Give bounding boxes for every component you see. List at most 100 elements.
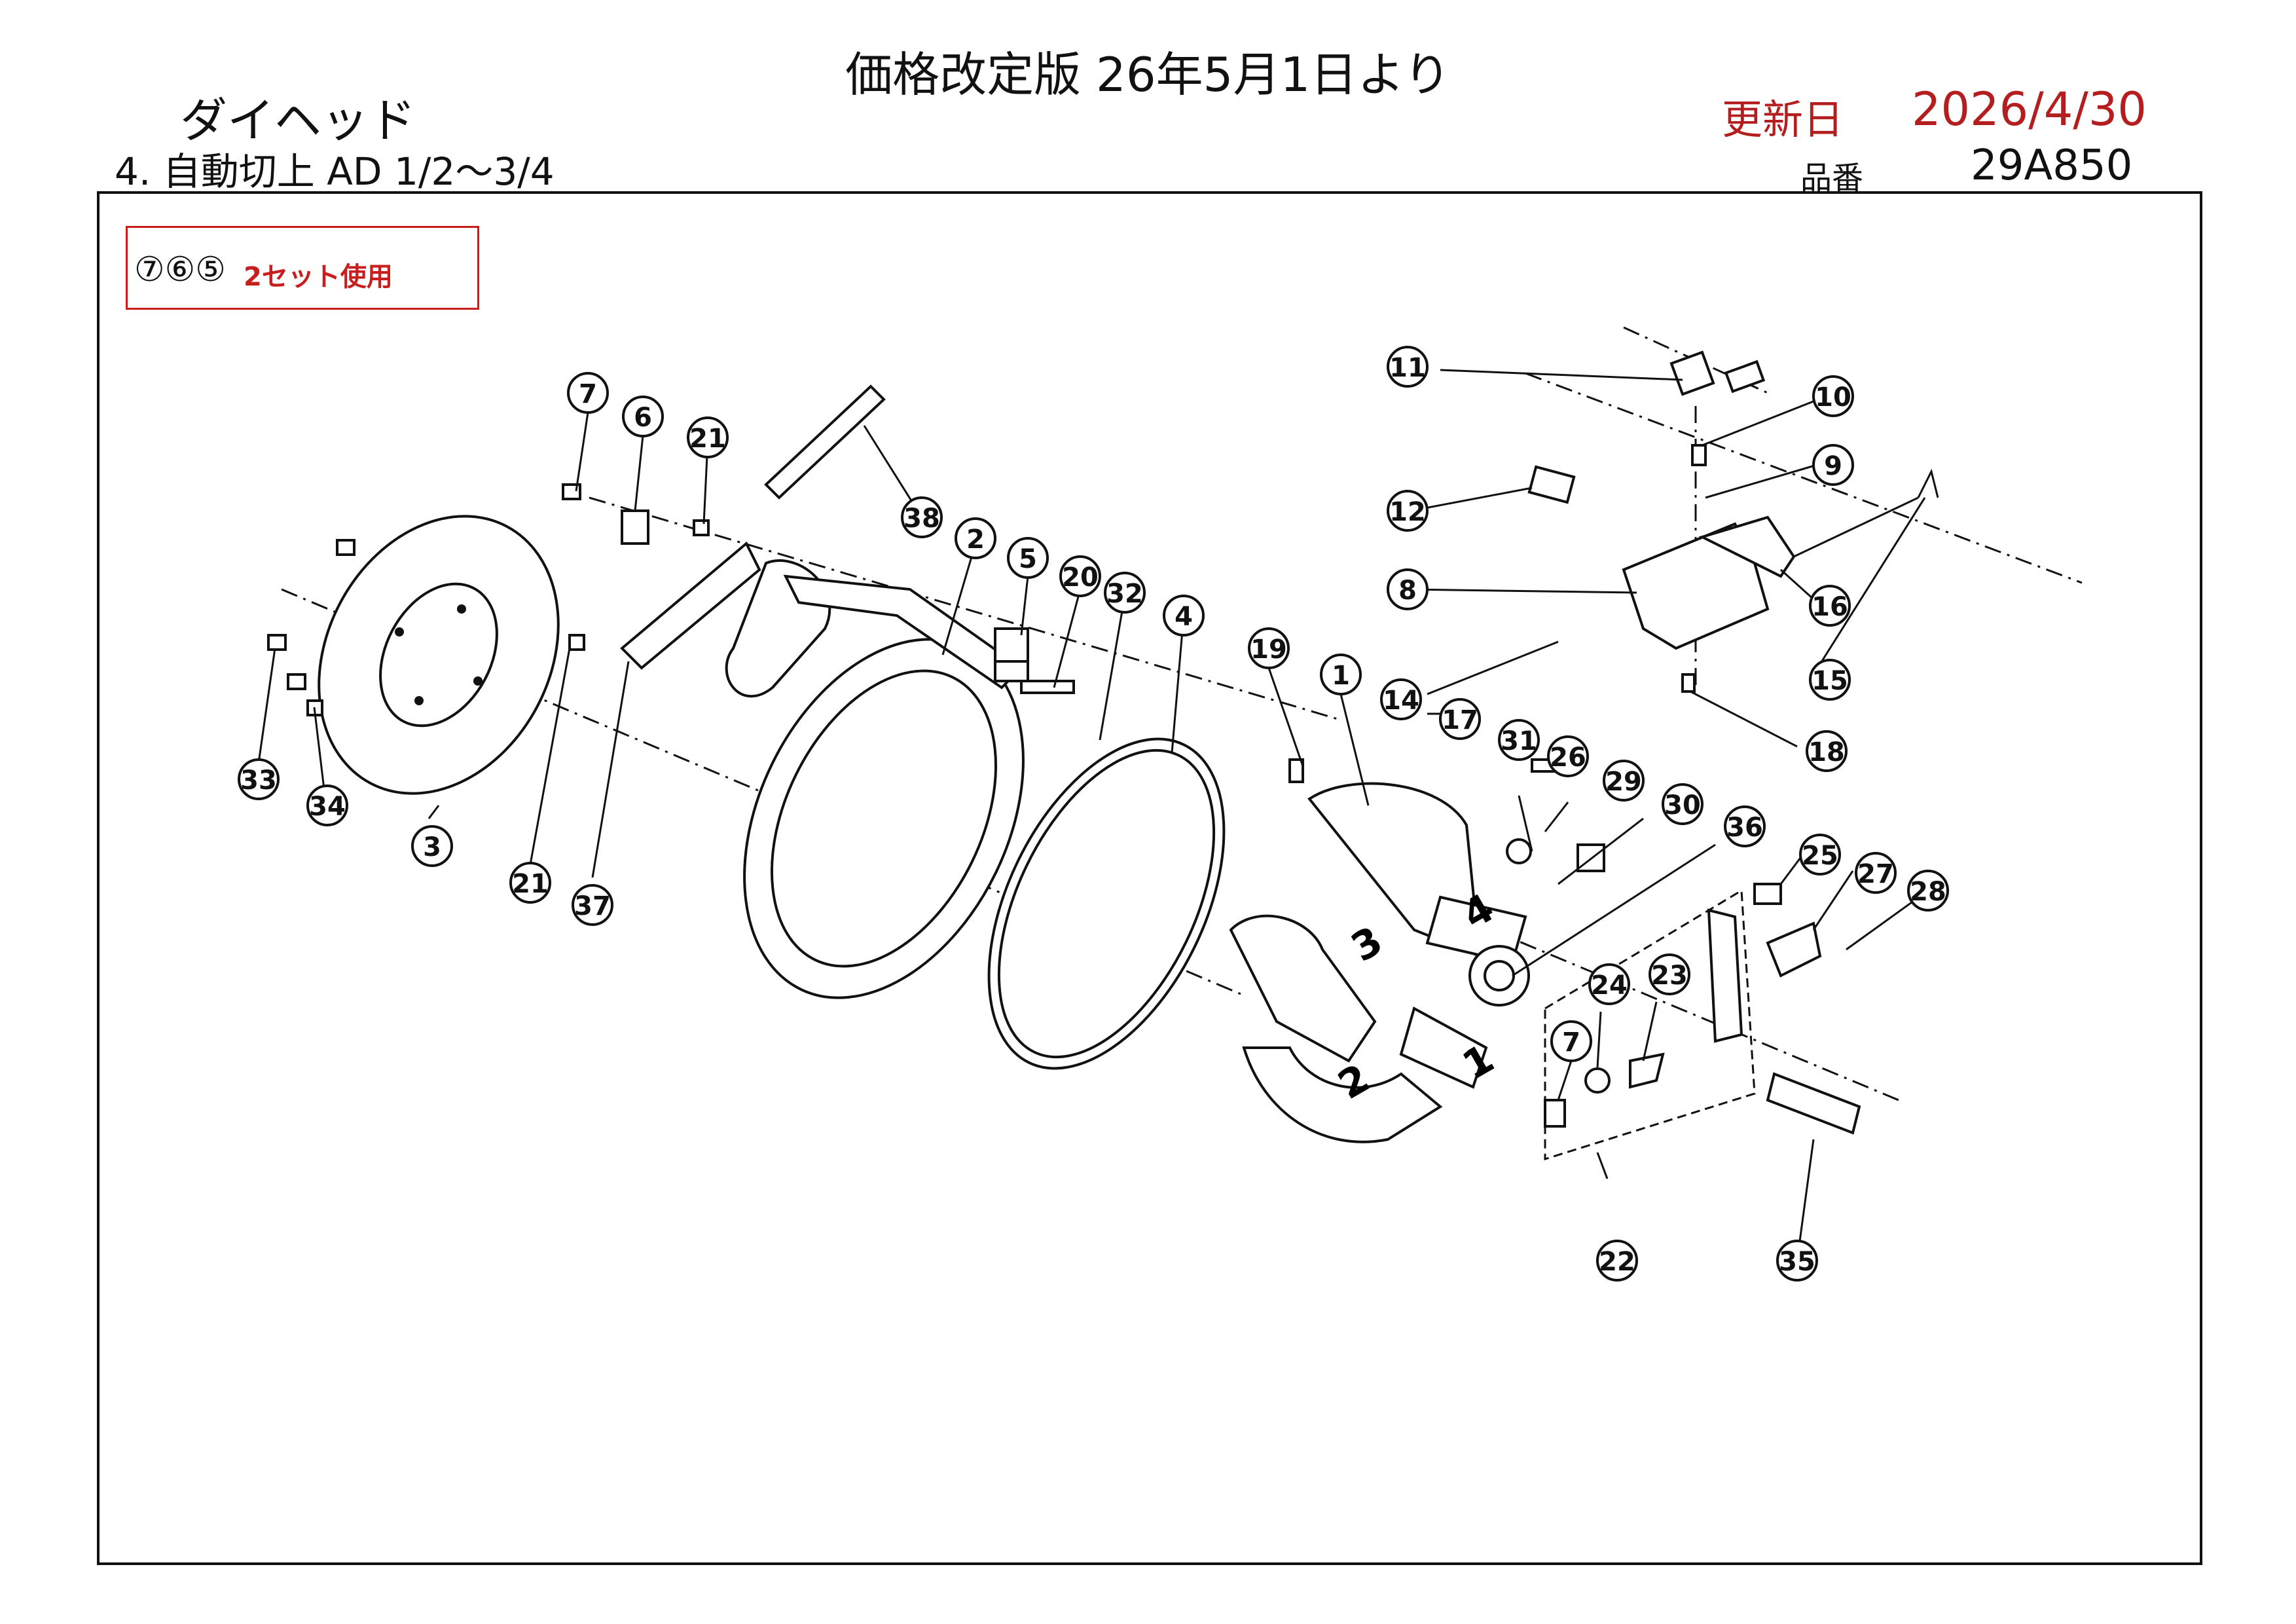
callout-c16: 16 bbox=[1809, 585, 1851, 627]
callout-circle bbox=[306, 784, 348, 826]
callout-c18: 18 bbox=[1806, 730, 1848, 772]
callout-circle bbox=[687, 416, 729, 458]
callout-label: 11 bbox=[1389, 353, 1426, 383]
callout-label: 7 bbox=[579, 379, 597, 409]
callout-circle bbox=[1320, 654, 1362, 695]
part-number-label: 品番 bbox=[1800, 160, 1864, 196]
callout-circle bbox=[955, 517, 996, 559]
callout-c19: 19 bbox=[1248, 627, 1290, 669]
die-holder bbox=[1229, 782, 1530, 1143]
callout-label: 35 bbox=[1779, 1247, 1815, 1277]
callout-c11: 11 bbox=[1387, 346, 1429, 388]
callout-label: 19 bbox=[1250, 635, 1287, 665]
callout-label: 31 bbox=[1501, 726, 1537, 756]
callout-c12: 12 bbox=[1387, 490, 1429, 532]
callout-c26: 26 bbox=[1547, 735, 1589, 777]
callout-c5: 5 bbox=[1007, 537, 1049, 579]
callout-circle bbox=[1059, 555, 1101, 597]
callout-circle bbox=[1550, 1020, 1592, 1062]
callout-circle bbox=[1809, 659, 1851, 701]
callout-circle bbox=[901, 496, 943, 538]
callout-label: 4 bbox=[1175, 602, 1193, 632]
callout-circle bbox=[1007, 537, 1049, 579]
callouts: 1234567789101112141516171819202121222324… bbox=[238, 346, 1949, 1282]
callout-c35: 35 bbox=[1776, 1240, 1818, 1282]
link-arm bbox=[620, 384, 886, 698]
leader-lines bbox=[257, 369, 1929, 1261]
callout-c30: 30 bbox=[1662, 783, 1704, 825]
callout-label: 30 bbox=[1664, 790, 1701, 821]
callout-circle bbox=[572, 884, 613, 926]
note-box bbox=[126, 226, 479, 310]
callout-circle bbox=[1812, 444, 1854, 486]
callout-circle bbox=[1248, 627, 1290, 669]
callout-c14: 14 bbox=[1380, 678, 1422, 720]
page-title: 価格改定版 26年5月1日より bbox=[845, 47, 1451, 102]
callout-c28: 28 bbox=[1907, 870, 1949, 912]
callout-label: 2 bbox=[966, 525, 985, 555]
diagram-frame bbox=[97, 191, 2202, 1565]
callout-circle bbox=[1812, 375, 1854, 417]
callout-c2: 2 bbox=[955, 517, 996, 559]
trip-block bbox=[1527, 350, 1939, 693]
callout-label: 10 bbox=[1815, 382, 1851, 413]
callout-circle bbox=[1588, 963, 1630, 1005]
callout-circle bbox=[1547, 735, 1589, 777]
callout-circle bbox=[1907, 870, 1949, 912]
callout-c23: 23 bbox=[1649, 953, 1690, 995]
callout-label: 5 bbox=[1019, 544, 1037, 574]
callout-c1: 1 bbox=[1320, 654, 1362, 695]
callout-circle bbox=[238, 758, 280, 800]
callout-circle bbox=[622, 396, 664, 437]
callout-c31: 31 bbox=[1498, 719, 1540, 761]
callout-label: 25 bbox=[1802, 841, 1838, 871]
callout-label: 36 bbox=[1726, 813, 1763, 843]
callout-circle bbox=[1104, 572, 1146, 614]
callout-label: 33 bbox=[240, 766, 277, 796]
callout-circle bbox=[411, 825, 453, 867]
back-plate bbox=[318, 515, 560, 795]
callout-circle bbox=[1498, 719, 1540, 761]
callout-c34: 34 bbox=[306, 784, 348, 826]
callout-circle bbox=[1163, 595, 1205, 637]
callout-label: 28 bbox=[1910, 877, 1946, 907]
callout-circle bbox=[1439, 698, 1481, 740]
callout-c7a: 7 bbox=[567, 372, 609, 414]
callout-circle bbox=[1649, 953, 1690, 995]
note-part-marks: ⑦⑥⑤ bbox=[134, 250, 226, 289]
update-date-value: 2026/4/30 bbox=[1912, 83, 2147, 136]
callout-c8: 8 bbox=[1387, 568, 1429, 610]
part-number-value: 29A850 bbox=[1971, 141, 2133, 190]
callout-label: 16 bbox=[1812, 592, 1848, 622]
callout-c25: 25 bbox=[1799, 834, 1841, 876]
callout-label: 34 bbox=[309, 792, 346, 822]
callout-circle bbox=[567, 372, 609, 414]
callout-circle bbox=[1855, 852, 1897, 894]
callout-c9: 9 bbox=[1812, 444, 1854, 486]
callout-label: 15 bbox=[1812, 666, 1848, 696]
callout-circle bbox=[1603, 760, 1645, 802]
callout-label: 17 bbox=[1442, 705, 1478, 735]
callout-label: 24 bbox=[1591, 970, 1628, 1001]
callout-c7b: 7 bbox=[1550, 1020, 1592, 1062]
snap-ring bbox=[987, 737, 1226, 1070]
callout-circle bbox=[1806, 730, 1848, 772]
callout-c10: 10 bbox=[1812, 375, 1854, 417]
callout-label: 21 bbox=[512, 869, 549, 899]
product-name: ダイヘッド bbox=[180, 93, 416, 148]
callout-c4: 4 bbox=[1163, 595, 1205, 637]
callout-label: 9 bbox=[1824, 451, 1842, 481]
callout-label: 32 bbox=[1106, 579, 1143, 609]
callout-label: 26 bbox=[1550, 743, 1586, 773]
callout-circle bbox=[1596, 1240, 1638, 1282]
callout-label: 18 bbox=[1808, 737, 1845, 767]
callout-circle bbox=[1799, 834, 1841, 876]
callout-c3: 3 bbox=[411, 825, 453, 867]
die-number-3: 3 bbox=[1344, 917, 1391, 970]
small-parts-right bbox=[994, 627, 1861, 1161]
callout-c6: 6 bbox=[622, 396, 664, 437]
callout-c36: 36 bbox=[1724, 805, 1766, 847]
callout-label: 6 bbox=[634, 403, 652, 433]
callout-circle bbox=[1809, 585, 1851, 627]
callout-c37: 37 bbox=[572, 884, 613, 926]
